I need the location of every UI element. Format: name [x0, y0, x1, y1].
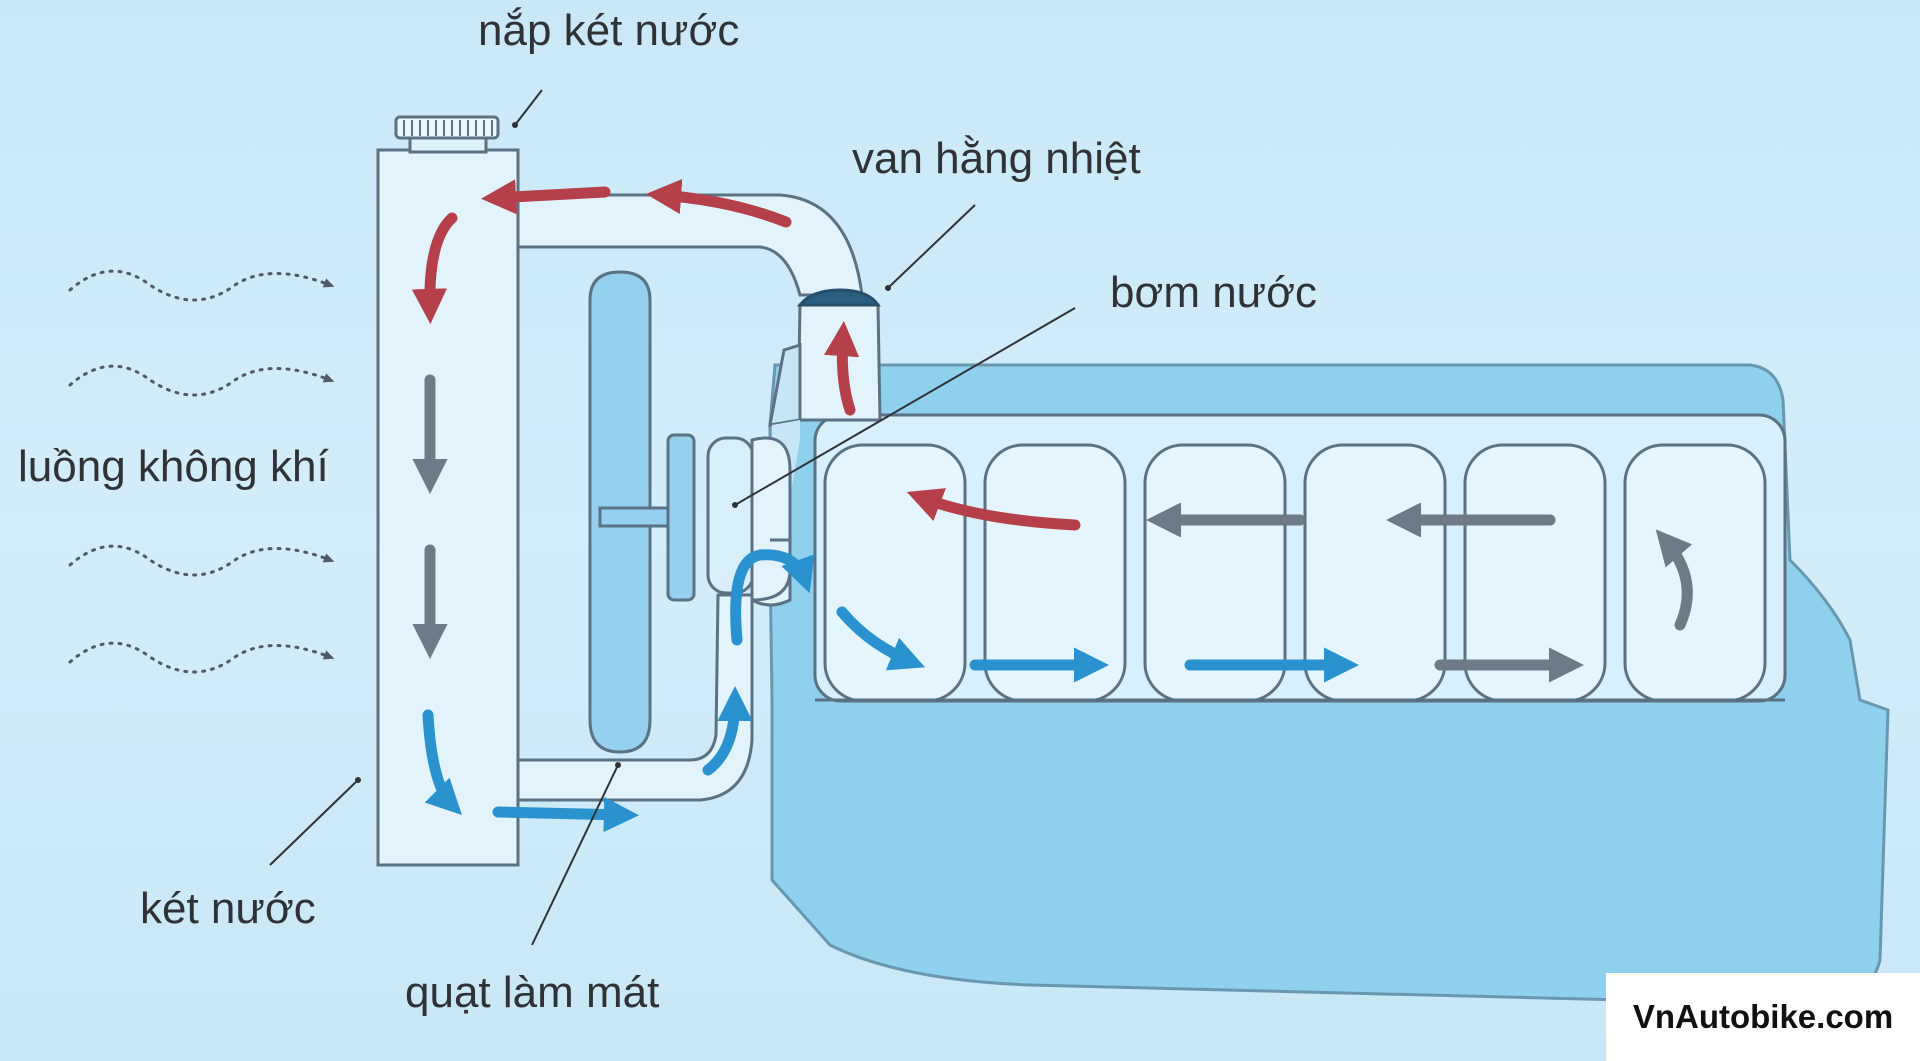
cylinder-head: [813, 413, 1787, 703]
watermark: VnAutobike.com: [1606, 973, 1920, 1061]
label-airflow: luồng không khí: [18, 442, 329, 491]
cooling-flow-arrow: [1655, 529, 1693, 631]
thermostat-housing: [768, 288, 882, 427]
leader-lines: [269, 89, 1076, 946]
hot-flow-arrow: [411, 212, 458, 325]
leader-line-fan: [531, 764, 619, 946]
hot-flow-arrow: [824, 320, 860, 416]
airflow-lines: [68, 269, 335, 674]
radiator-cap: [394, 115, 500, 154]
leader-line-pump: [734, 307, 1076, 506]
cold-flow-arrow: [422, 709, 462, 815]
water-pump-housing: [706, 420, 800, 607]
leader-dots: [355, 122, 891, 783]
label-radiator-cap: nắp két nước: [478, 6, 740, 55]
leader-line-cap: [514, 89, 543, 126]
radiator: [376, 148, 520, 867]
cooling-fan: [588, 270, 696, 754]
label-radiator: két nước: [140, 884, 316, 933]
upper-hose: [516, 193, 864, 297]
hot-flow-arrow: [645, 178, 792, 228]
flow-arrows: [411, 178, 1693, 833]
hot-flow-arrow: [906, 488, 1081, 531]
cold-flow-arrow: [492, 796, 640, 833]
label-water-pump: bơm nước: [1110, 268, 1317, 317]
cold-flow-arrow: [836, 606, 926, 671]
cold-flow-arrow: [730, 549, 815, 646]
leader-line-thermostat: [887, 204, 976, 289]
fan-pulley: [666, 433, 696, 602]
leader-line-radiator: [269, 779, 359, 866]
hot-flow-arrow: [480, 179, 611, 215]
label-thermostat: van hằng nhiệt: [852, 134, 1141, 183]
label-cooling-fan: quạt làm mát: [405, 968, 660, 1017]
thermostat-valve: [796, 288, 881, 307]
cold-flow-arrow: [702, 685, 753, 776]
